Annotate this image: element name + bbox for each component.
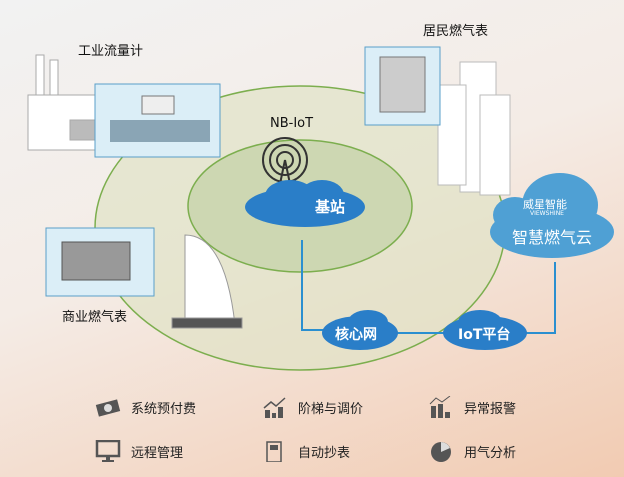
rising-chart-icon <box>263 397 286 418</box>
pie-chart-icon <box>431 442 451 462</box>
feature-label: 远程管理 <box>131 445 184 461</box>
brand-sub: VIEWSHINE <box>530 210 564 217</box>
feature-label: 自动抄表 <box>298 445 351 461</box>
residential-buildings-icon <box>437 61 511 196</box>
industrial-meter-callout <box>94 83 221 158</box>
feature-item: 阶梯与调价 <box>262 396 363 418</box>
feature-item: 远程管理 <box>95 440 183 462</box>
residential-meter-label: 居民燃气表 <box>423 24 489 39</box>
residential-meter-callout <box>364 46 441 126</box>
brand-logo: 威星智能 <box>523 198 567 211</box>
feature-item: 系统预付费 <box>95 396 196 418</box>
money-icon <box>95 399 121 417</box>
core-network-cloud: 核心网 <box>335 327 377 343</box>
feature-item: 用气分析 <box>428 440 516 462</box>
iot-platform-cloud: IoT平台 <box>458 327 511 343</box>
nbiot-label: NB-IoT <box>270 116 314 131</box>
commercial-meter-callout <box>45 227 155 297</box>
feature-label: 用气分析 <box>464 445 517 461</box>
commercial-building-icon <box>171 234 243 329</box>
meter-icon <box>266 441 282 462</box>
smart-gas-cloud: 智慧燃气云 <box>512 228 593 247</box>
feature-label: 阶梯与调价 <box>298 401 364 417</box>
industrial-meter-label: 工业流量计 <box>78 44 144 59</box>
bar-chart-icon <box>429 396 451 418</box>
feature-label: 异常报警 <box>464 401 517 417</box>
network-links <box>301 240 556 334</box>
feature-item: 异常报警 <box>428 396 516 418</box>
monitor-icon <box>95 440 121 462</box>
smart-gas-cloud-shape <box>490 173 614 258</box>
base-station-cloud: 基站 <box>315 198 346 216</box>
commercial-meter-label: 商业燃气表 <box>62 310 128 325</box>
cloud-shapes <box>245 180 527 350</box>
feature-item: 自动抄表 <box>262 440 350 462</box>
feature-label: 系统预付费 <box>131 401 197 417</box>
